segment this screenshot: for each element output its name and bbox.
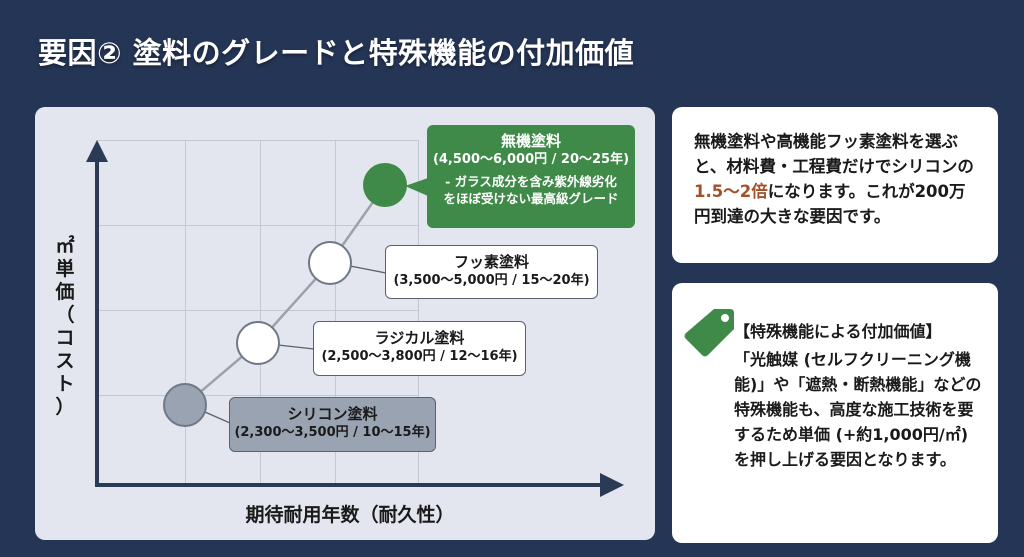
price-tag-icon: [684, 309, 734, 357]
label-radical: ラジカル塗料 (2,500〜3,800円 / 12〜16年): [313, 321, 526, 376]
grid-line: [97, 225, 418, 226]
summary-text: になります。これが200万円到達の大きな要因です。: [694, 182, 966, 226]
label-desc: をほぼ受けない最高級グレード: [443, 191, 619, 206]
card-body: 「光触媒 (セルフクリーニング機能)」や「遮熱・断熱機能」などの特殊機能も、高度…: [734, 350, 982, 469]
special-function-card: 【特殊機能による付加価値】 「光触媒 (セルフクリーニング機能)」や「遮熱・断熱…: [672, 283, 998, 543]
y-axis-label: ㎡ 単 価 （ コ ス ト ）: [52, 235, 78, 419]
grid-line: [260, 140, 261, 485]
y-axis-label-char: ）: [55, 396, 75, 418]
grid-line: [418, 140, 419, 485]
y-axis-label-char: ス: [55, 350, 75, 372]
label-desc: - ガラス成分を含み紫外線劣化: [445, 174, 617, 189]
label-fluoro: フッ素塗料 (3,500〜5,000円 / 15〜20年): [385, 245, 598, 299]
summary-highlight: 1.5〜2倍: [694, 182, 768, 201]
page-title: 要因② 塗料のグレードと特殊機能の付加価値: [38, 36, 635, 70]
label-name: フッ素塗料: [453, 253, 529, 271]
x-axis-label: 期待耐用年数（耐久性）: [245, 504, 455, 526]
point-radical: [236, 321, 280, 365]
y-axis-label-char: 価: [55, 281, 75, 303]
grid-line: [97, 310, 418, 311]
label-inorganic: 無機塗料 (4,500〜6,000円 / 20〜25年) - ガラス成分を含み紫…: [427, 125, 635, 228]
y-axis-label-char: ㎡: [55, 235, 75, 257]
card-heading: 【特殊機能による付加価値】: [734, 322, 942, 341]
label-range: (3,500〜5,000円 / 15〜20年): [393, 273, 590, 288]
grid-line: [335, 140, 336, 485]
label-name: 無機塗料: [500, 132, 561, 150]
label-range: (4,500〜6,000円 / 20〜25年): [432, 152, 630, 167]
y-axis-label-char: 単: [55, 258, 75, 280]
point-silicone: [163, 383, 207, 427]
summary-card: 無機塗料や高機能フッ素塗料を選ぶと、材料費・工程費だけでシリコンの 1.5〜2倍に…: [672, 107, 998, 263]
point-inorganic: [363, 163, 407, 207]
y-axis-label-char: ト: [55, 373, 75, 395]
grid-line: [97, 140, 418, 141]
label-range: (2,300〜3,500円 / 10〜15年): [234, 425, 431, 440]
summary-text: 無機塗料や高機能フッ素塗料を選ぶと、材料費・工程費だけでシリコンの: [694, 132, 974, 176]
label-name: ラジカル塗料: [374, 329, 465, 347]
label-silicone: シリコン塗料 (2,300〜3,500円 / 10〜15年): [229, 397, 436, 452]
grid-line: [97, 395, 418, 396]
grid-line: [185, 140, 186, 485]
point-fluoro: [308, 241, 352, 285]
y-axis-label-char: （: [55, 304, 75, 326]
label-range: (2,500〜3,800円 / 12〜16年): [321, 349, 518, 364]
y-axis-label-char: コ: [55, 327, 75, 349]
label-name: シリコン塗料: [287, 405, 378, 423]
